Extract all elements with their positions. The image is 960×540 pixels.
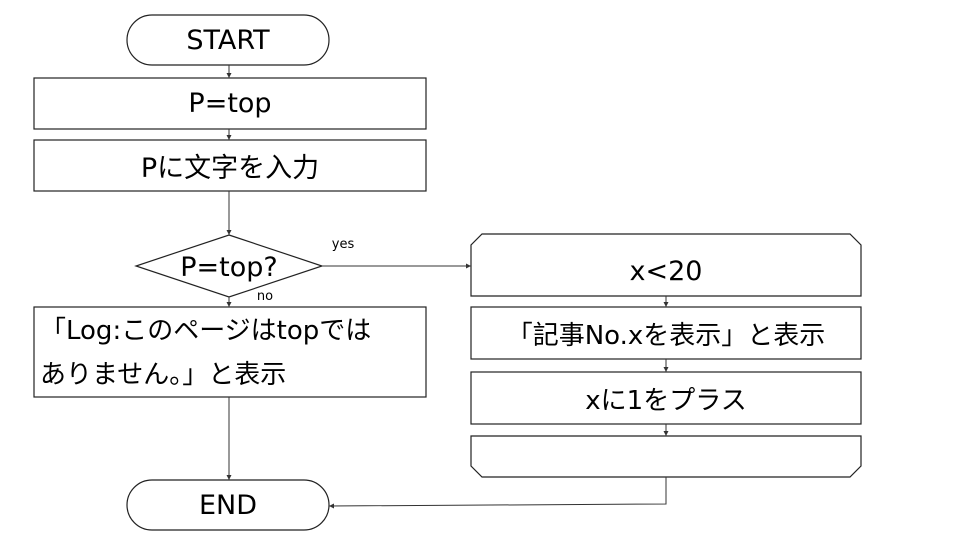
no-branch-text-line-1: 「Log:このページはtopでは bbox=[40, 316, 372, 346]
input-label: Pに文字を入力 bbox=[140, 153, 320, 184]
loop-display-box bbox=[470, 306, 862, 360]
no-branch-process-box bbox=[33, 306, 427, 398]
start-label: START bbox=[186, 24, 270, 56]
input-process-box bbox=[33, 139, 427, 192]
decision-label: P=top? bbox=[180, 251, 278, 283]
loop-end-box bbox=[470, 435, 862, 478]
loop-start-box bbox=[470, 233, 862, 297]
assign-label: P=top bbox=[188, 88, 272, 119]
start-terminal bbox=[126, 14, 330, 66]
no-branch-text: 「Log:このページはtopでは ありません。」と表示 bbox=[40, 309, 424, 395]
no-branch-text-line-2: ありません。」と表示 bbox=[40, 360, 287, 390]
loop-display-label: 「記事No.xを表示」と表示 bbox=[506, 320, 826, 351]
connector-loop-end-to-end bbox=[328, 477, 667, 509]
loop-increment-box bbox=[470, 371, 862, 425]
no-branch-label: no bbox=[256, 288, 274, 304]
loop-end-label bbox=[471, 436, 861, 477]
loop-increment-label: xに1をプラス bbox=[585, 385, 747, 416]
loop-condition-label: x<20 bbox=[629, 255, 703, 287]
yes-branch-label: yes bbox=[331, 236, 355, 252]
assign-process-box bbox=[33, 77, 427, 130]
end-label: END bbox=[198, 489, 258, 521]
